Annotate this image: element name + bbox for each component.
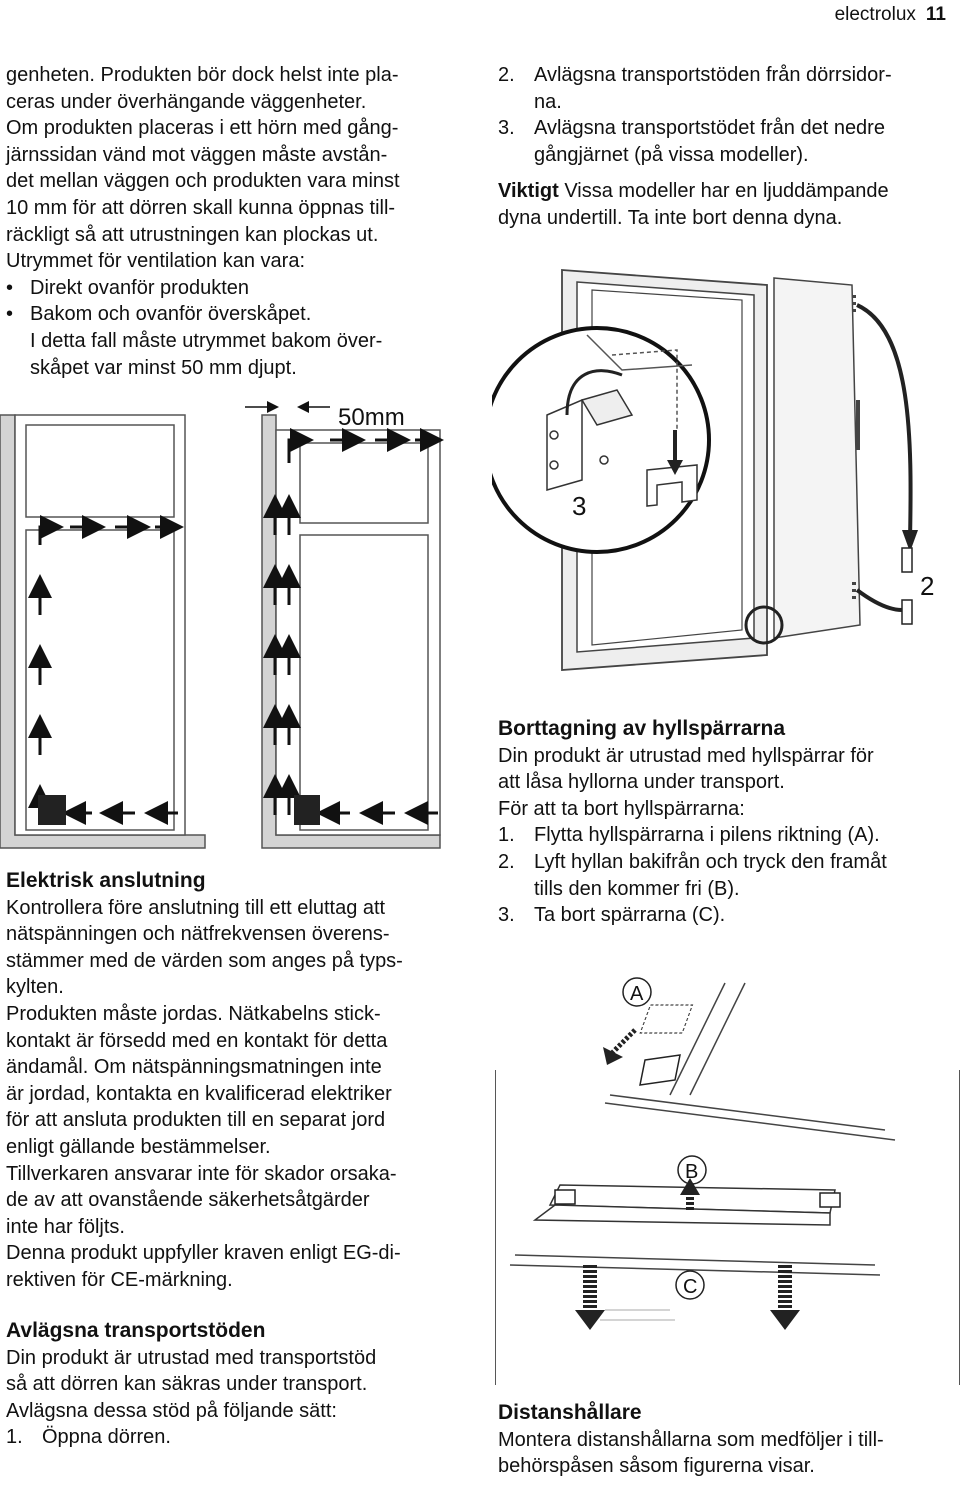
text-line: skåpet var minst 50 mm djupt. — [30, 356, 297, 379]
callout-label: C — [683, 1276, 697, 1298]
text-line: Din produkt är utrustad med transportstö… — [6, 1346, 377, 1369]
text-line: behörspåsen såsom figurerna visar. — [498, 1455, 815, 1478]
text-line: ceras under överhängande väggenheter. — [6, 90, 367, 113]
text-line: räckligt så att utrustningen kan plockas… — [6, 223, 379, 246]
text-line: Denna produkt uppfyller kraven enligt EG… — [6, 1242, 401, 1265]
transport-steps: 2.Avlägsna transportstöden från dörrsido… — [498, 62, 958, 232]
text-line: nätspänningen och nätfrekvensen överens- — [6, 923, 390, 946]
shelf-lock — [819, 1192, 841, 1208]
transport-support — [901, 599, 913, 625]
compressor-block — [38, 795, 66, 825]
text-line: kontakt är försedd med en kontakt för de… — [6, 1029, 388, 1052]
step-item: 3.Avlägsna transportstödet från det nedr… — [498, 117, 885, 140]
step-item: 2.Lyft hyllan bakifrån och tryck den fra… — [498, 850, 887, 873]
electrical-section: Elektrisk anslutning Kontrollera före an… — [6, 868, 466, 1294]
text-line: tills den kommer fri (B). — [534, 877, 740, 900]
section-heading: Borttagning av hyllspärrarna — [498, 717, 786, 740]
callout-label: A — [630, 983, 644, 1005]
dimension-label: 50mm — [338, 404, 405, 431]
brand-name: electrolux — [834, 4, 916, 25]
text-line: är jordad, kontakta en kvalificerad elek… — [6, 1082, 392, 1105]
callout-circle — [622, 977, 652, 1007]
text-line: dyna undertill. Ta inte bort denna dyna. — [498, 206, 843, 229]
text-line: Din produkt är utrustad med hyllspärrar … — [498, 744, 874, 767]
text-line: de av att ovanstående säkerhetsåtgärder — [6, 1189, 370, 1212]
step-item: 3.Ta bort spärrarna (C). — [498, 904, 726, 927]
callout-label: 3 — [572, 491, 586, 521]
text-line: det mellan väggen och produkten vara min… — [6, 170, 400, 193]
text-line: gångjärnet (på vissa modeller). — [534, 143, 809, 166]
hinge-highlight — [744, 605, 784, 645]
section-heading: Avlägsna transportstöden — [6, 1319, 266, 1342]
page-header: electrolux 11 — [835, 4, 946, 26]
door-hinge-diagram: 2 3 — [492, 269, 934, 671]
text-line: Produkten måste jordas. Nätkabelns stick… — [6, 1002, 381, 1025]
text-line: Om produkten placeras i ett hörn med gån… — [6, 117, 399, 140]
transport-support — [901, 547, 913, 573]
text-line: kylten. — [6, 976, 64, 999]
transport-section: Avlägsna transportstöden Din produkt är … — [6, 1318, 466, 1451]
bullet-item: •Bakom och ovanför överskåpet. — [6, 303, 312, 326]
section-heading: Elektrisk anslutning — [6, 869, 206, 892]
text-line: Utrymmet för ventilation kan vara: — [6, 250, 305, 273]
shelf-lock-section: Borttagning av hyllspärrarna Din produkt… — [498, 716, 958, 929]
callout-label: B — [685, 1161, 698, 1183]
section-heading: Distanshållare — [498, 1401, 642, 1424]
text-line: Kontrollera före anslutning till ett elu… — [6, 896, 386, 919]
shelf-lock — [639, 1054, 681, 1086]
text-line: Tillverkaren ansvarar inte för skador or… — [6, 1162, 397, 1185]
text-line: ändamål. Om nätspänningsmatningen inte — [6, 1056, 382, 1079]
bullet-item: •Direkt ovanför produkten — [6, 276, 250, 299]
text-line: genheten. Produkten bör dock helst inte … — [6, 64, 399, 86]
text-line: I detta fall måste utrymmet bakom över- — [30, 329, 383, 352]
page-number: 11 — [925, 4, 946, 25]
text-line: stämmer med de värden som anges på typs- — [6, 949, 403, 972]
step-item: 1.Flytta hyllspärrarna i pilens riktning… — [498, 824, 880, 847]
important-note: Viktigt Vissa modeller har en ljuddämpan… — [498, 180, 889, 203]
spacer-section: Distanshållare Montera distanshållarna s… — [498, 1400, 958, 1480]
text-line: 10 mm för att dörren skall kunna öppnas … — [6, 196, 396, 219]
text-line: att låsa hyllorna under transport. — [498, 771, 785, 794]
text-line: inte har följts. — [6, 1215, 125, 1238]
text-line: Montera distanshållarna som medföljer i … — [498, 1428, 884, 1451]
text-line: na. — [534, 90, 562, 113]
step-item: 1.Öppna dörren. — [6, 1426, 171, 1449]
callout-circle — [675, 1270, 705, 1300]
text-line: Avlägsna dessa stöd på följande sätt: — [6, 1399, 337, 1422]
hinge-support-part — [646, 464, 698, 507]
text-line: så att dörren kan säkras under transport… — [6, 1373, 368, 1396]
ventilation-diagram: 50mm — [0, 401, 444, 849]
shelf-lock-diagram: A B C — [495, 977, 960, 1385]
text-line: enligt gällande bestämmelser. — [6, 1135, 271, 1158]
compressor-block — [294, 795, 320, 825]
installation-text: genheten. Produkten bör dock helst inte … — [6, 62, 466, 381]
text-line: för att ansluta produkten till en separa… — [6, 1109, 386, 1132]
text-line: rektiven för CE-märkning. — [6, 1268, 233, 1291]
door-seal-dots — [852, 295, 856, 599]
important-label: Viktigt — [498, 180, 559, 203]
text-line: För att ta bort hyllspärrarna: — [498, 797, 745, 820]
removal-arrow — [856, 303, 913, 541]
callout-label: 2 — [920, 571, 934, 601]
text-line: järnssidan vänd mot väggen måste avstån- — [6, 143, 388, 166]
step-item: 2.Avlägsna transportstöden från dörrsido… — [498, 64, 892, 86]
shelf-lock — [554, 1189, 576, 1205]
